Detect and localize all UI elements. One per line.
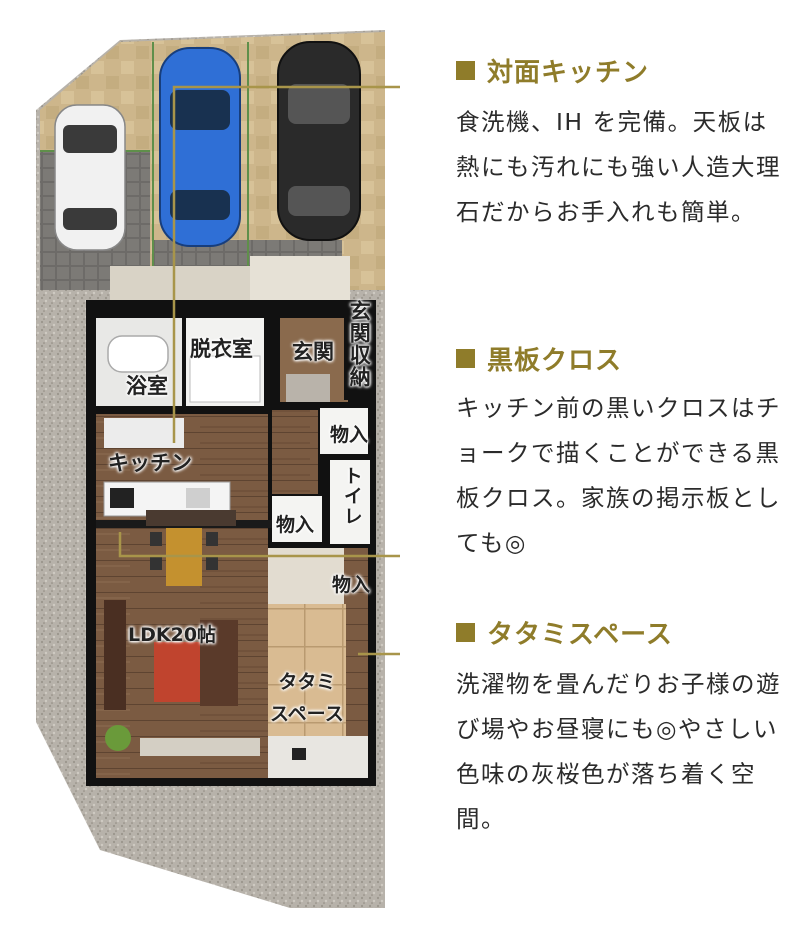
tv-board xyxy=(104,600,126,710)
stairs xyxy=(268,548,344,604)
storage-room-2 xyxy=(272,496,322,542)
black-car-icon xyxy=(277,41,361,241)
square-bullet-icon xyxy=(456,349,475,368)
feature-2-description: キッチン前の黒いクロスはチョークで描くことができる黒板クロス。家族の掲示板として… xyxy=(456,394,781,557)
tatami-space xyxy=(268,604,346,736)
room-label-entrance-storage: 玄関収納 xyxy=(347,300,372,388)
sofa xyxy=(200,620,238,706)
white-car-icon xyxy=(54,104,126,251)
room-label-dressing: 脱衣室 xyxy=(190,337,253,361)
plant xyxy=(105,725,131,751)
ldk-floor xyxy=(96,414,268,778)
toilet xyxy=(330,460,370,544)
feature-1-title: 対面キッチン xyxy=(487,58,650,88)
feature-2-heading: 黒板クロス xyxy=(456,340,622,377)
room-label-storage-3: 物入 xyxy=(332,574,371,596)
feature-3-description: 洗濯物を畳んだりお子様の遊び場やお昼寝にも◎やさしい色味の灰桜色が落ち着く空間。 xyxy=(456,670,781,833)
rug xyxy=(154,642,200,702)
feature-3-title: タタミスペース xyxy=(487,620,673,650)
storage-room-1 xyxy=(320,408,368,454)
feature-1-description: 食洗機、IH を完備。天板は熱にも汚れにも強い人造大理石だからお手入れも簡単。 xyxy=(456,108,781,226)
room-label-bath: 浴室 xyxy=(126,374,168,398)
room-label-storage-1: 物入 xyxy=(330,424,369,446)
room-label-ldk: LDK20帖 xyxy=(128,624,217,646)
room-label-tatami: タタミ スペース xyxy=(270,671,344,725)
room-label-storage-2: 物入 xyxy=(276,514,315,536)
room-label-kitchen: キッチン xyxy=(108,451,192,475)
feature-1-heading: 対面キッチン xyxy=(456,52,649,89)
feature-2-title: 黒板クロス xyxy=(487,346,623,376)
feature-3-heading: タタミスペース xyxy=(456,614,673,651)
floor-plan-illustration xyxy=(36,30,400,908)
leader-lines xyxy=(118,85,400,656)
square-bullet-icon xyxy=(456,623,475,642)
room-label-toilet: トイレ xyxy=(340,466,363,526)
blue-car-icon xyxy=(159,47,241,247)
square-bullet-icon xyxy=(456,61,475,80)
room-label-entrance: 玄関 xyxy=(292,340,334,364)
